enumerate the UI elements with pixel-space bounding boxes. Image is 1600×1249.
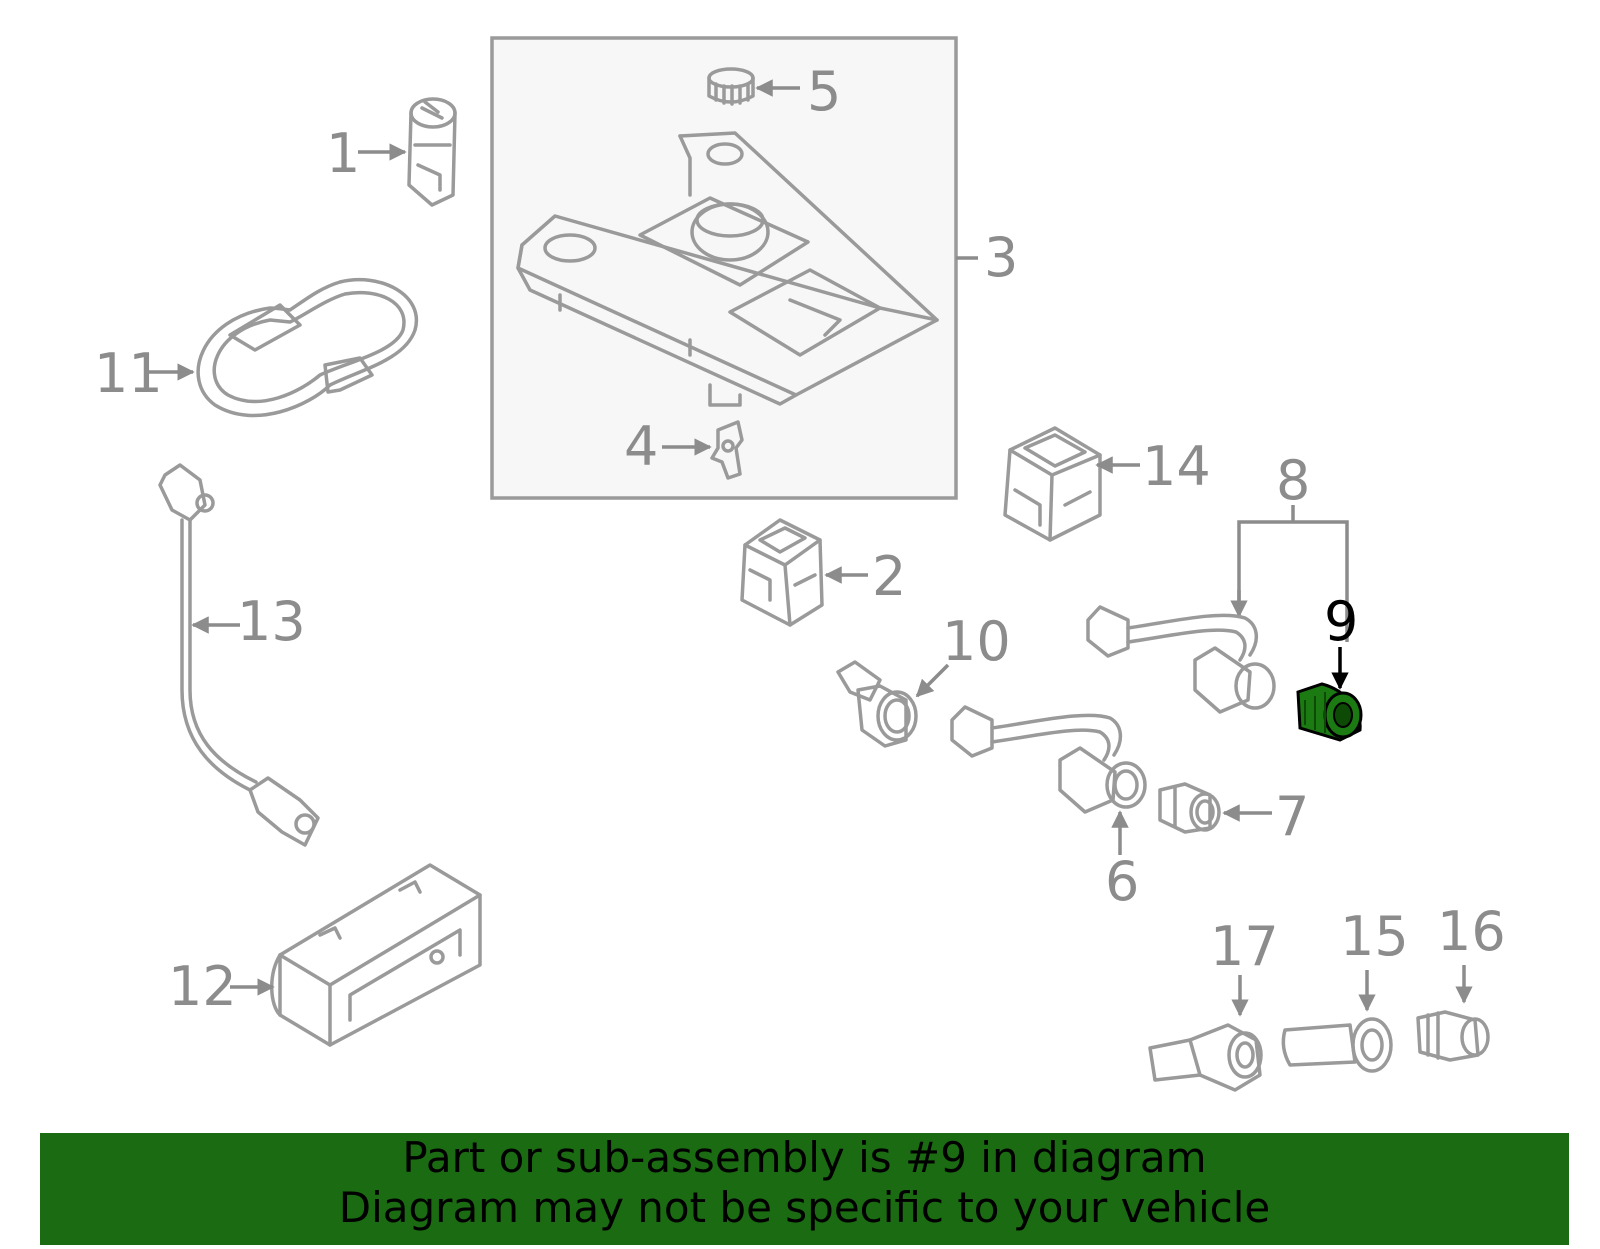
banner-line-1: Part or sub-assembly is #9 in diagram <box>402 1133 1207 1182</box>
callout-2: 2 <box>872 545 906 608</box>
part-13-cable <box>158 463 320 847</box>
callout-12: 12 <box>168 955 237 1018</box>
banner-line-2: Diagram may not be specific to your vehi… <box>338 1183 1271 1232</box>
callout-10: 10 <box>942 610 1011 673</box>
info-banner: Part or sub-assembly is #9 in diagram Di… <box>40 1133 1569 1245</box>
callout-5: 5 <box>807 60 841 123</box>
callout-8-bracket <box>1230 505 1349 642</box>
callout-11: 11 <box>94 342 163 405</box>
part-7-socket <box>1158 782 1221 834</box>
callout-1: 1 <box>326 122 360 185</box>
part-8-harness <box>1086 605 1276 714</box>
callout-3: 3 <box>984 226 1018 289</box>
part-14-switch-block <box>1003 426 1102 542</box>
callout-4: 4 <box>624 415 658 478</box>
part-17-socket <box>1148 1023 1263 1092</box>
part-15-socket <box>1281 1017 1393 1073</box>
callout-14: 14 <box>1142 435 1211 498</box>
part-3-console-trim <box>516 131 939 407</box>
part-6-harness <box>950 705 1147 814</box>
part-9-socket-highlighted <box>1296 682 1363 742</box>
callout-10-leader <box>915 663 950 698</box>
callout-16: 16 <box>1437 900 1506 963</box>
callout-17: 17 <box>1210 915 1279 978</box>
part-4-clip <box>710 420 744 480</box>
part-2-switch-block <box>740 518 824 627</box>
callout-13: 13 <box>237 590 306 653</box>
part-12-storage-box <box>270 863 482 1047</box>
callout-6: 6 <box>1105 850 1139 913</box>
callout-15: 15 <box>1340 905 1409 968</box>
callout-8: 8 <box>1276 449 1310 512</box>
part-11-cupholder-ring <box>196 277 419 418</box>
part-10-socket <box>836 660 918 748</box>
callout-7: 7 <box>1275 785 1309 848</box>
part-1-switch <box>407 97 457 207</box>
part-5-knob <box>707 67 755 106</box>
part-16-socket <box>1416 1010 1490 1062</box>
callout-9: 9 <box>1324 590 1358 653</box>
